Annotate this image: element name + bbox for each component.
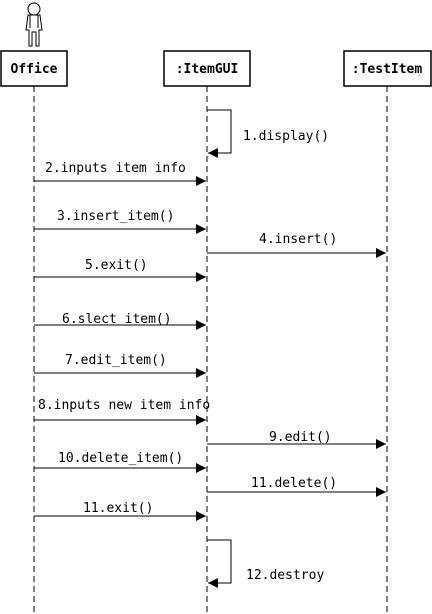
message-6-label: 6.slect item() bbox=[62, 312, 172, 327]
message-13: 12.destroy bbox=[207, 539, 324, 588]
message-10-label: 10.delete_item() bbox=[58, 451, 183, 466]
message-3-label: 3.insert_item() bbox=[57, 209, 174, 224]
message-12-label: 11.exit() bbox=[83, 501, 153, 516]
message-2-label: 2.inputs item info bbox=[45, 161, 186, 176]
message-1-label: 1.display() bbox=[243, 129, 329, 144]
participant-office: Office bbox=[0, 50, 68, 87]
participant-testitem-label: :TestItem bbox=[352, 62, 423, 77]
actor-icon bbox=[25, 2, 43, 47]
message-11-label: 11.delete() bbox=[251, 476, 337, 491]
message-11: 11.delete() bbox=[207, 476, 386, 497]
message-7-label: 7.edit_item() bbox=[65, 353, 167, 368]
participant-itemgui: :ItemGUI bbox=[163, 50, 251, 87]
participant-itemgui-label: :ItemGUI bbox=[176, 62, 239, 77]
message-9: 9.edit() bbox=[207, 430, 386, 449]
message-8: 8.inputs new item info bbox=[34, 398, 210, 425]
participant-testitem: :TestItem bbox=[343, 50, 432, 87]
message-4: 4.insert() bbox=[207, 232, 386, 258]
message-13-label: 12.destroy bbox=[246, 568, 324, 583]
message-5: 5.exit() bbox=[34, 258, 206, 282]
message-7: 7.edit_item() bbox=[34, 353, 206, 378]
message-3: 3.insert_item() bbox=[34, 209, 206, 234]
message-2: 2.inputs item info bbox=[34, 161, 206, 186]
message-4-label: 4.insert() bbox=[259, 232, 337, 247]
message-8-label: 8.inputs new item info bbox=[38, 398, 210, 413]
message-1: 1.display() bbox=[207, 109, 329, 158]
message-10: 10.delete_item() bbox=[34, 451, 206, 473]
message-6: 6.slect item() bbox=[34, 312, 206, 330]
participant-office-label: Office bbox=[11, 62, 58, 77]
message-9-label: 9.edit() bbox=[269, 430, 332, 445]
message-5-label: 5.exit() bbox=[85, 258, 148, 273]
message-12: 11.exit() bbox=[34, 501, 206, 521]
